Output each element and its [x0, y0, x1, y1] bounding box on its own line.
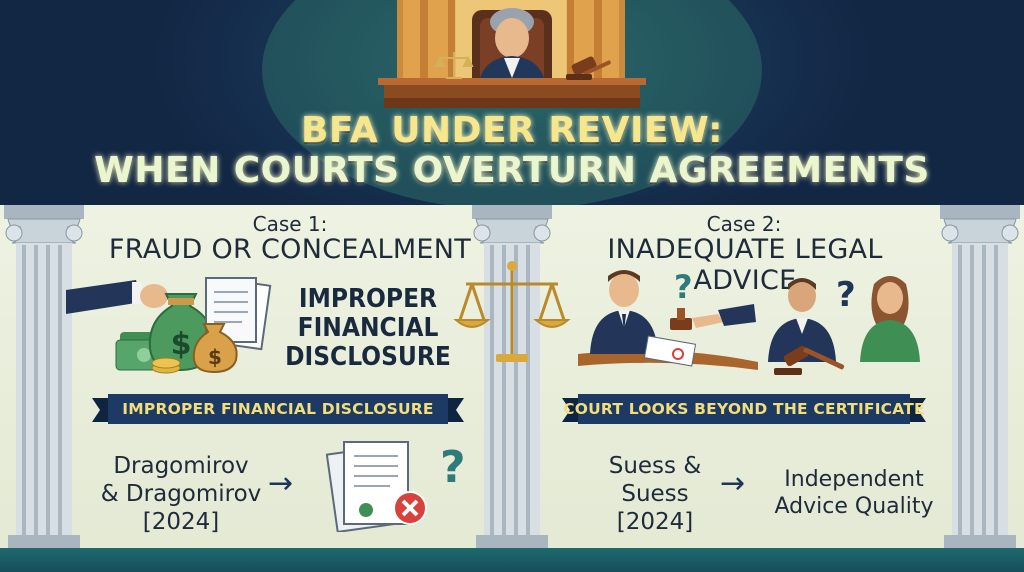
case1-disclosure-line2: FINANCIAL: [297, 313, 439, 343]
page-title-line-1: BFA UNDER REVIEW:: [300, 110, 724, 151]
scales-icon: [453, 261, 571, 362]
case2-arrow: →: [720, 466, 746, 501]
header-banner: BFA UNDER REVIEW: WHEN COURTS OVERTURN A…: [0, 0, 1024, 205]
documents-icon: [205, 277, 272, 351]
legal-advice-illustration: ? ?: [578, 268, 920, 375]
case1-disclosure-heading: IMPROPER FINANCIAL DISCLOSURE: [284, 285, 452, 372]
case2-name-line2: Suess: [621, 481, 689, 507]
case1-arrow: →: [268, 466, 294, 501]
gavel-icon: [774, 345, 845, 375]
case1-disclosure-line1: IMPROPER: [298, 284, 438, 314]
case1-name-line1: Dragomirov: [113, 453, 249, 479]
case2-outcome: Independent Advice Quality: [764, 466, 944, 520]
case1-case-name: Dragomirov & Dragomirov [2024]: [86, 452, 276, 536]
case1-name-line2: & Dragomirov: [100, 481, 262, 507]
case2-ribbon-text: COURT LOOKS BEYOND THE CERTIFICATE: [563, 400, 925, 418]
case2-outcome-line1: Independent: [784, 467, 924, 492]
money-illustration: $ $: [66, 277, 272, 374]
case2-outcome-line2: Advice Quality: [774, 494, 934, 519]
case2-case-name: Suess & Suess [2024]: [590, 452, 720, 536]
case1-title: FRAUD OR CONCEALMENT: [108, 234, 472, 265]
courtroom-illustration: [262, 0, 762, 205]
pillar-center: [472, 205, 552, 548]
pillar-right: [940, 205, 1020, 548]
case1-name-line3: [2024]: [142, 509, 220, 535]
pillar-left: [4, 205, 84, 548]
case2-title: INADEQUATE LEGAL ADVICE: [607, 234, 883, 296]
question-icon: ?: [836, 275, 856, 315]
page-title-line-2: WHEN COURTS OVERTURN AGREEMENTS: [94, 150, 930, 191]
rejected-icon: [393, 491, 427, 525]
question-icon: ?: [674, 268, 693, 306]
case1-number: Case 1:: [252, 212, 328, 236]
lawyer-icon: [768, 278, 836, 362]
case2-name-line1: Suess &: [608, 453, 702, 479]
judge-icon: [472, 8, 552, 90]
lawyer-icon: [590, 270, 658, 354]
client-icon: [860, 276, 920, 362]
case2-ribbon: COURT LOOKS BEYOND THE CERTIFICATE: [562, 392, 926, 426]
case1-disclosure-line3: DISCLOSURE: [285, 342, 451, 372]
case1-ribbon: IMPROPER FINANCIAL DISCLOSURE: [92, 392, 464, 426]
svg-text:$: $: [171, 327, 192, 362]
gavel-icon: [566, 56, 611, 80]
scales-icon: [434, 52, 474, 79]
money-bag-icon: $: [192, 323, 238, 374]
footer-strip: [0, 548, 1024, 572]
certificate-icon: [326, 441, 427, 532]
case2-name-line3: [2024]: [616, 509, 694, 535]
case2-number: Case 2:: [706, 212, 782, 236]
svg-text:$: $: [208, 345, 222, 369]
case1-ribbon-text: IMPROPER FINANCIAL DISCLOSURE: [122, 400, 434, 418]
question-icon: ?: [440, 442, 466, 493]
